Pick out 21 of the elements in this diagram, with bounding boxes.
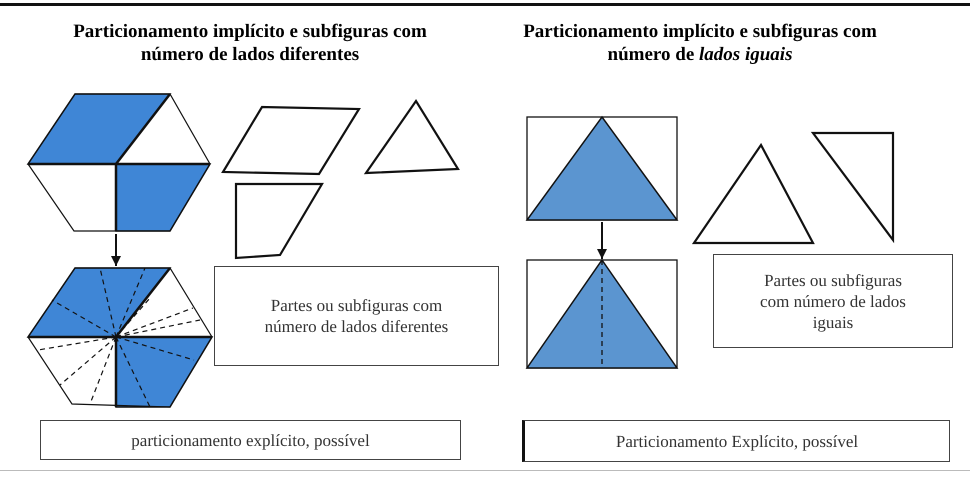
hexagon-drawing (26, 266, 214, 409)
triangle-shape (364, 99, 460, 175)
triangle-in-rectangle-drawing (526, 116, 679, 222)
quadrilateral-shape (234, 182, 326, 260)
text-box (40, 420, 461, 460)
text-box (214, 266, 499, 366)
triangle-in-rectangle-drawing (526, 259, 679, 369)
text-box (713, 254, 953, 348)
box-text: particionamento explícito, possível (130, 430, 371, 450)
triangle-shape (811, 131, 895, 242)
arrow (597, 222, 607, 259)
arrow (111, 234, 121, 266)
text-box (522, 420, 950, 462)
panel-heading: Particionamento implícito e subfiguras com número de lados iguais (522, 20, 878, 66)
parallelogram-shape (221, 106, 361, 176)
panel-heading: Particionamento implícito e subfiguras com número de lados diferentes (72, 20, 428, 66)
box-text: Partes ou subfiguras com número de lados diferentes (264, 295, 450, 337)
triangle-shape (692, 143, 816, 245)
hexagon-drawing (26, 92, 213, 234)
box-text: Partes ou subfiguras com número de lados iguais (759, 270, 907, 332)
box-text: Particionamento Explícito, possível (614, 430, 860, 452)
